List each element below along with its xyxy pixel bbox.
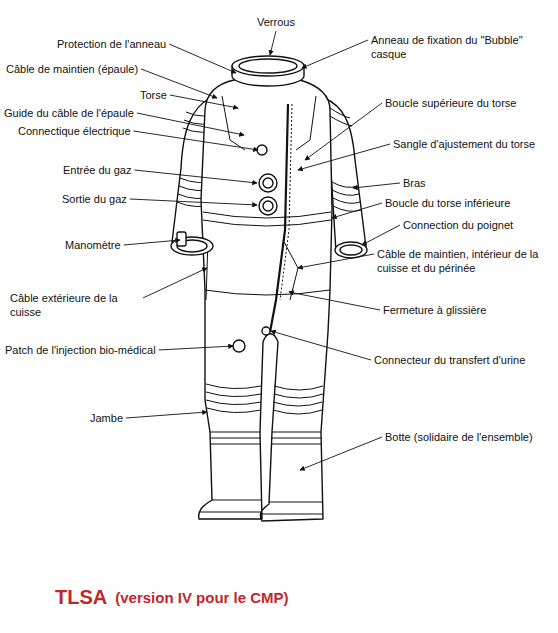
leader-line [170, 95, 238, 108]
leader-line [362, 225, 400, 245]
wrist-ring [340, 245, 362, 255]
part-label: Verrous [257, 15, 295, 29]
part-label: Entrée du gaz [63, 163, 132, 177]
part-label: Sangle d'ajustement du torse [393, 137, 535, 151]
leader-line [305, 103, 382, 160]
biomed-patch [233, 340, 245, 352]
gas-outlet [263, 201, 273, 211]
suit-details [200, 96, 331, 514]
leader-line [300, 437, 382, 470]
part-label: Boucle supérieure du torse [385, 96, 516, 110]
electrical-connector [257, 145, 267, 155]
part-label: Connection du poignet [403, 218, 513, 232]
leader-line [270, 31, 276, 55]
leader-line [271, 331, 371, 360]
urine-connector [262, 327, 270, 335]
leader-line [169, 44, 236, 73]
pressure-gauge [177, 232, 186, 246]
part-label: Connectique électrique [18, 124, 131, 138]
part-label: Câble de maintien (épaule) [6, 62, 138, 76]
part-label: Torse [140, 88, 167, 102]
leader-line [159, 346, 233, 350]
suit-body [199, 80, 332, 521]
part-label: Manomètre [65, 238, 121, 252]
part-label: Sortie du gaz [62, 192, 127, 206]
part-label: Botte (solidaire de l'ensemble) [385, 430, 533, 444]
leader-line [302, 40, 368, 68]
caption-text: (version IV pour le CMP) [115, 589, 288, 607]
leader-line [135, 170, 258, 183]
part-label: Câble de maintien, intérieur de la cuiss… [377, 247, 549, 275]
part-label: Patch de l'injection bio-médical [5, 343, 156, 357]
part-label: Protection de l'anneau [57, 37, 166, 51]
leader-line [130, 199, 257, 205]
part-label: Anneau de fixation du "Bubble" casque [371, 33, 546, 61]
leader-line [126, 412, 207, 418]
part-label: Boucle du torse inférieure [385, 196, 510, 210]
gas-outlet [259, 197, 277, 215]
caption-title: TLSA [55, 585, 107, 609]
leader-line [298, 254, 374, 268]
leader-line [134, 131, 258, 150]
leader-line [137, 113, 244, 135]
leader-line [332, 203, 382, 218]
leader-line [353, 183, 400, 188]
part-label: Guide du câble de l'épaule [4, 106, 134, 120]
leader-line [124, 240, 180, 245]
leader-line [298, 144, 390, 170]
leader-line [143, 268, 207, 298]
gas-inlet [259, 174, 277, 192]
part-label: Câble extérieure de la cuisse [10, 291, 140, 319]
part-label: Jambe [90, 411, 123, 425]
part-label: Fermeture à glissière [383, 303, 486, 317]
leader-line [289, 292, 380, 310]
part-label: Bras [403, 176, 426, 190]
gas-inlet [263, 178, 273, 188]
part-label: Connecteur du transfert d'urine [374, 353, 525, 367]
neck-ring [239, 59, 297, 73]
neck-ring [232, 56, 304, 76]
